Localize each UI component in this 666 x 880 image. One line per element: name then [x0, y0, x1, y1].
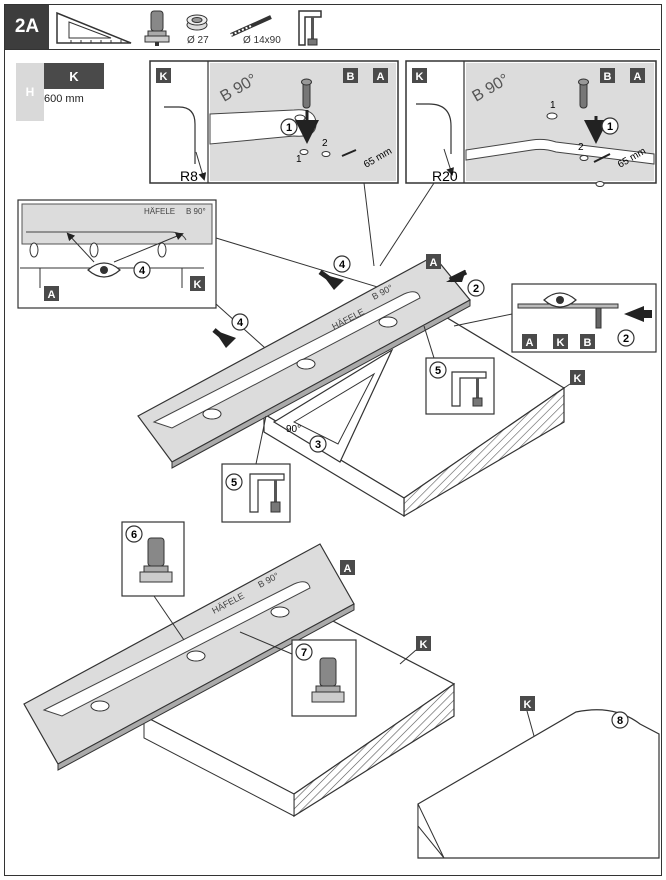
hinge-hole-icon [186, 14, 208, 31]
detail-right-step: 1 [606, 121, 612, 133]
dimension-table: H K 600 mm [16, 63, 104, 121]
routing-assembly: HÄFELE B 90° A K [22, 542, 455, 817]
router-step-6: 6 [130, 529, 136, 541]
main-step-4a: 4 [236, 317, 243, 329]
illustration: K R8 B 90° 1 1 2 65 mm B A [16, 59, 660, 859]
main-angle: 90° [286, 424, 301, 435]
detail-left-radius: R8 [180, 168, 198, 184]
router-step-7: 7 [300, 647, 306, 659]
drill-bit-icon [230, 15, 272, 37]
eye-icon [86, 261, 121, 278]
clamp-icon [450, 370, 487, 407]
k-label: K [44, 63, 104, 89]
detail-right-part-k: K [415, 71, 423, 83]
template-inset-step: 4 [138, 265, 145, 277]
k-value: 600 mm [44, 93, 84, 105]
detail-left-part-k: K [159, 71, 167, 83]
finished-step: 8 [616, 715, 622, 727]
clamp-icon [298, 10, 322, 46]
detail-left-step: 1 [285, 122, 291, 134]
step-badge: 2A [5, 5, 49, 49]
detail-left: K R8 B 90° 1 1 2 65 mm B A [148, 59, 399, 184]
header-icons [56, 10, 322, 46]
detail-right-part-b: B [603, 71, 611, 83]
clamp-icon [248, 472, 285, 513]
drill-diameter: Ø 27 [187, 35, 209, 46]
template-inset-part-a: A [47, 289, 55, 301]
main-part-k: K [573, 373, 581, 385]
main-step-2: 2 [472, 283, 478, 295]
main-step-4b: 4 [338, 259, 345, 271]
routing-part-k: K [419, 639, 427, 651]
clamp-box-right: 5 [423, 325, 495, 415]
router-box-7: 7 [239, 631, 357, 717]
side-step: 2 [622, 333, 628, 345]
side-part-b: B [583, 337, 591, 349]
finished-worktop: K 8 [416, 695, 660, 859]
header-bar: 2A [5, 5, 660, 50]
instruction-page: 2A [4, 4, 662, 876]
router-box-6: 6 [120, 520, 185, 640]
routing-part-a: A [343, 563, 351, 575]
clamp-left-step: 5 [230, 477, 236, 489]
detail-right-hole-1: 1 [550, 100, 556, 111]
h-label: H [16, 63, 44, 121]
main-assembly: HÄFELE B 90° 90° 4 4 2 3 A [136, 253, 585, 517]
detail-left-part-b: B [346, 71, 354, 83]
bit-size: Ø 14x90 [243, 35, 281, 46]
clamp-right-step: 5 [434, 365, 440, 377]
detail-right: K R20 B 90° 1 1 2 65 mm B A [404, 59, 657, 187]
detail-left-hole-2: 2 [322, 138, 328, 149]
detail-right-part-a: A [633, 71, 641, 83]
template-inset-brand: HÄFELE [144, 207, 175, 216]
detail-left-hole-1: 1 [296, 154, 302, 165]
finished-part-k: K [523, 699, 531, 711]
side-part-k: K [556, 337, 564, 349]
template-inset: HÄFELE B 90° 4 A K [16, 198, 217, 309]
set-square-icon [56, 11, 132, 44]
router-icon [144, 10, 170, 46]
template-inset-part-k: K [193, 279, 201, 291]
main-part-a: A [429, 257, 437, 269]
router-icon [311, 657, 344, 702]
detail-right-radius: R20 [432, 168, 458, 184]
template-inset-model: B 90° [186, 207, 206, 216]
detail-right-hole-2: 2 [578, 142, 584, 153]
side-part-a: A [525, 337, 533, 349]
eye-icon [542, 291, 577, 308]
detail-left-part-a: A [376, 71, 384, 83]
router-icon [139, 537, 172, 582]
clamp-box-left: 5 [220, 415, 291, 523]
side-view: A K B 2 [453, 282, 657, 353]
main-step-3: 3 [314, 439, 320, 451]
